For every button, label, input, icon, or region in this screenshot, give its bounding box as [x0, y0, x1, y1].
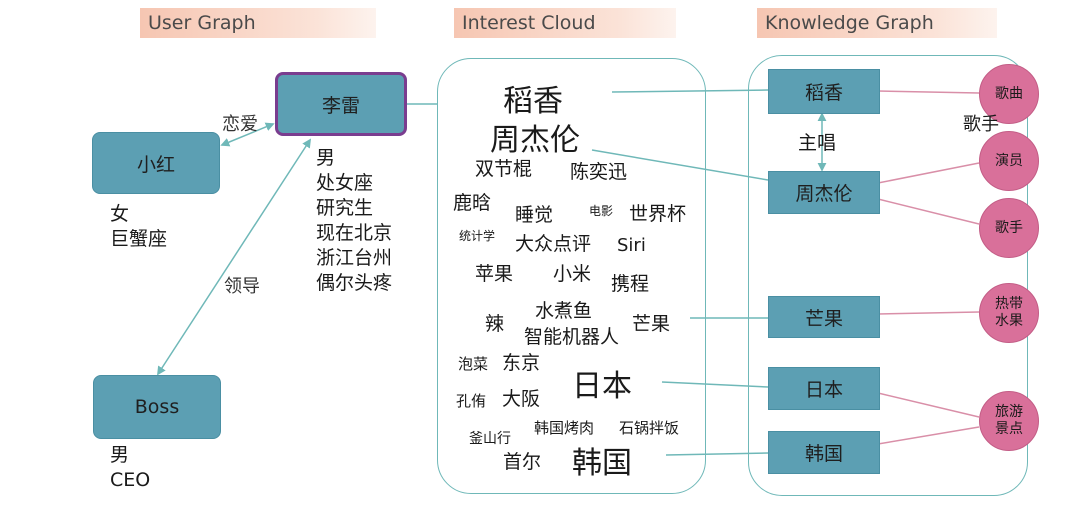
li-lei-attributes: 男 处女座 研究生 现在北京 浙江台州 偶尔头疼: [316, 147, 393, 294]
cloud-word: 芒果: [632, 313, 671, 335]
cloud-word: 电影: [589, 204, 614, 218]
kg-entity-label: 稻香: [804, 82, 843, 104]
cloud-word: 泡菜: [458, 355, 489, 373]
cloud-word: 鹿晗: [453, 192, 492, 214]
kg-entity-japan[interactable]: 日本: [768, 367, 880, 410]
edge-mango-fruit: [877, 311, 980, 315]
edge-lead: [157, 138, 311, 376]
node-boss-label: Boss: [134, 396, 180, 418]
cloud-word: 辣: [485, 313, 505, 335]
boss-attributes: 男 CEO: [110, 444, 151, 491]
cloud-word: 携程: [611, 273, 650, 295]
kg-entity-label: 韩国: [804, 443, 843, 465]
cloud-word: 睡觉: [515, 204, 554, 226]
cloud-word: 首尔: [503, 451, 542, 473]
interest-cloud-container: [437, 58, 706, 494]
edge-zhou-singer: [877, 198, 980, 225]
edge-japan-travel: [877, 392, 980, 418]
cloud-word: 大众点评: [515, 233, 592, 255]
cloud-word: Siri: [617, 235, 646, 256]
kg-category-song[interactable]: 歌曲: [979, 64, 1039, 124]
edge-daoxiang-song: [877, 90, 980, 94]
header-knowledge-graph: Knowledge Graph: [757, 8, 997, 38]
cloud-word: 苹果: [475, 263, 514, 285]
kg-entity-korea[interactable]: 韩国: [768, 431, 880, 474]
kg-category-singer[interactable]: 歌手: [979, 198, 1039, 258]
node-xiao-hong-label: 小红: [136, 153, 175, 176]
node-li-lei[interactable]: 李雷: [275, 72, 407, 136]
kg-entity-label: 芒果: [804, 307, 843, 330]
cloud-word: 智能机器人: [524, 326, 620, 348]
cloud-word: 东京: [502, 352, 541, 374]
kg-category-actor[interactable]: 演员: [979, 131, 1039, 191]
header-interest-cloud: Interest Cloud: [454, 8, 676, 38]
kg-entity-label: 周杰伦: [795, 183, 853, 205]
cloud-word: 水煮鱼: [535, 300, 593, 322]
node-xiao-hong[interactable]: 小红: [92, 132, 220, 194]
kg-entity-mango[interactable]: 芒果: [768, 296, 880, 338]
cloud-word: 孔侑: [456, 392, 487, 410]
cloud-word: 周杰伦: [490, 123, 580, 158]
edge-korea-travel: [877, 426, 980, 445]
edge-japan: [661, 381, 769, 388]
kg-category-travel-spot[interactable]: 旅游 景点: [979, 391, 1039, 451]
cloud-word: 陈奕迅: [570, 161, 628, 183]
edge-love-label: 恋爱: [222, 114, 258, 135]
kg-category-tropical-fruit[interactable]: 热带 水果: [979, 283, 1039, 343]
node-boss[interactable]: Boss: [93, 375, 221, 439]
cloud-word: 小米: [553, 263, 592, 285]
cloud-word: 世界杯: [629, 203, 687, 225]
cloud-word: 日本: [572, 369, 632, 404]
knowledge-graph-container: [748, 55, 1028, 496]
edge-korea: [665, 452, 769, 456]
stray-singer-label: 歌手: [963, 114, 999, 135]
edge-lead-label: 领导: [224, 276, 260, 297]
node-li-lei-label: 李雷: [321, 94, 360, 117]
kg-entity-zhoujielun[interactable]: 周杰伦: [768, 171, 880, 214]
relation-sing-label: 主唱: [798, 132, 837, 154]
cloud-word: 韩国: [572, 446, 632, 481]
cloud-word: 韩国烤肉: [534, 419, 595, 437]
cloud-word: 石锅拌饭: [619, 419, 680, 437]
kg-entity-label: 日本: [804, 379, 843, 401]
cloud-word: 统计学: [459, 229, 496, 243]
edge-zhou-actor: [877, 162, 980, 184]
kg-entity-daoxiang[interactable]: 稻香: [768, 69, 880, 114]
edge-zhoujielun: [591, 149, 769, 181]
cloud-word: 釜山行: [469, 431, 511, 447]
cloud-word: 稻香: [503, 84, 563, 119]
xiao-hong-attributes: 女 巨蟹座: [110, 203, 168, 250]
header-user-graph: User Graph: [140, 8, 376, 38]
cloud-word: 双节棍: [475, 158, 533, 180]
cloud-word: 大阪: [502, 388, 541, 410]
